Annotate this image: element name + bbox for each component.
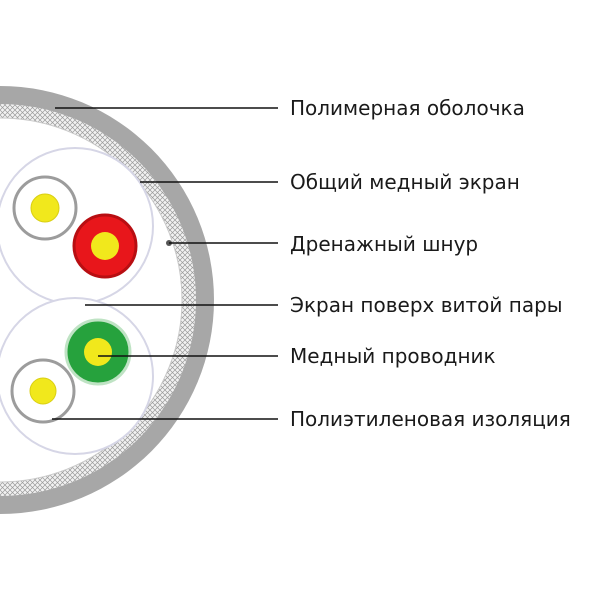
- label-pair-screen: Экран поверх витой пары: [290, 293, 563, 317]
- label-polyethylene-insulation: Полиэтиленовая изоляция: [290, 407, 571, 431]
- label-drain-wire: Дренажный шнур: [290, 232, 479, 256]
- copper-conductor-white-top: [30, 193, 60, 223]
- label-common-copper-screen: Общий медный экран: [290, 170, 520, 194]
- label-copper-conductor: Медный проводник: [290, 344, 496, 368]
- copper-conductor-green: [84, 338, 112, 366]
- label-polymer-jacket: Полимерная оболочка: [290, 96, 525, 120]
- copper-conductor-white-bottom: [29, 377, 57, 405]
- copper-conductor-red: [91, 232, 119, 260]
- leader-lines: [52, 107, 278, 420]
